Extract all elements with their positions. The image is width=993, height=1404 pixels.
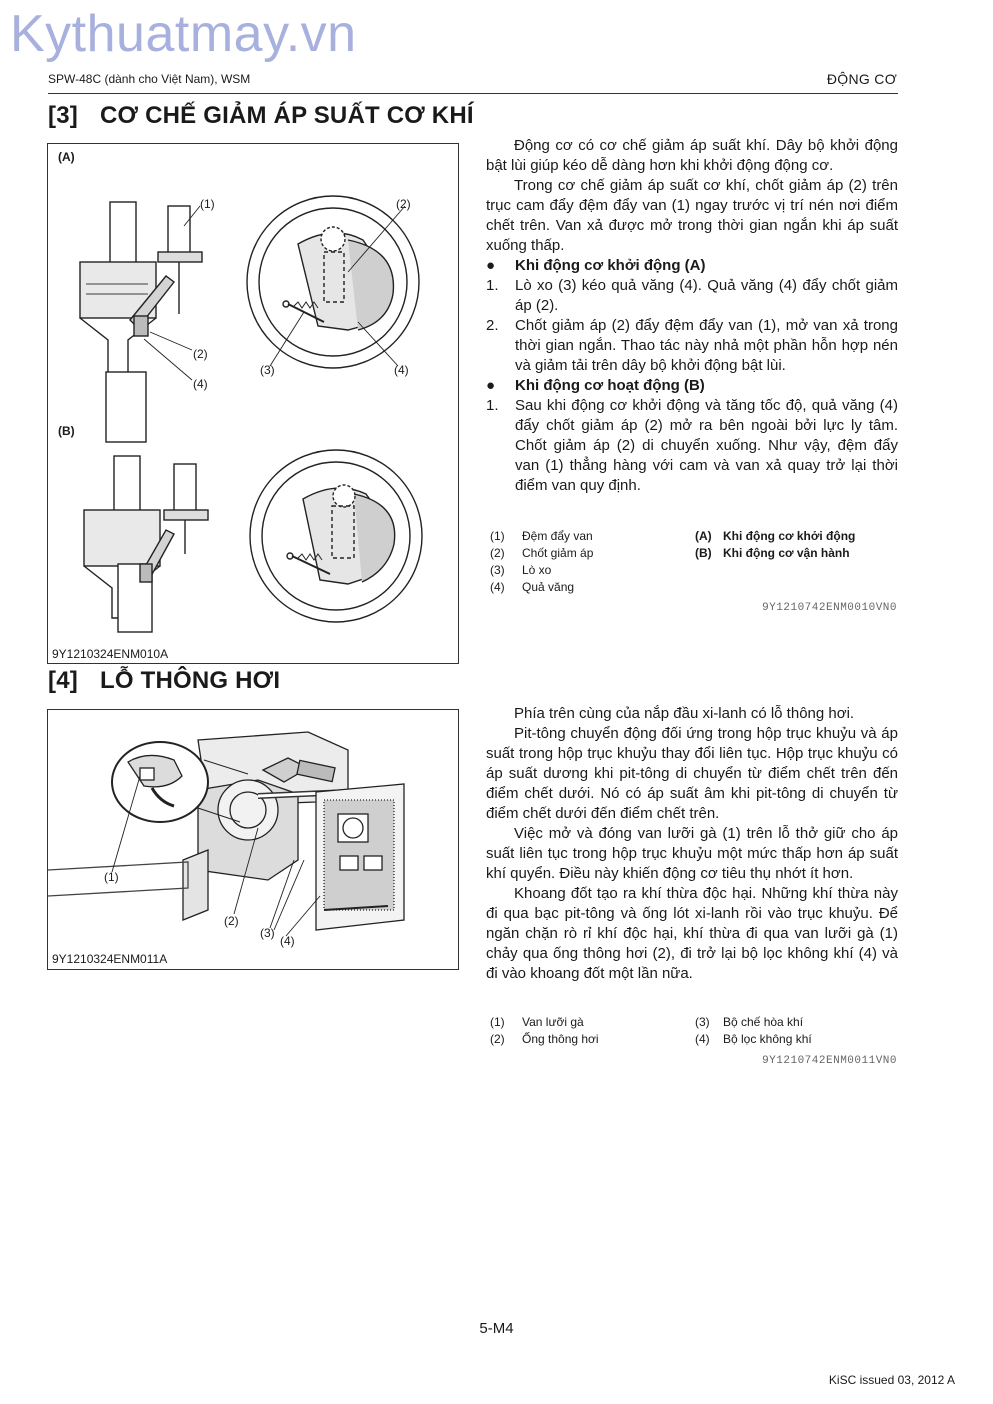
callout-4: (4) [193,377,208,391]
section-3-body: Động cơ có cơ chế giảm áp suất khí. Dây … [486,136,898,496]
panel-b-side-view [83,455,209,633]
legend-row: (3)Bộ chế hòa khí [695,1015,804,1029]
panel-a-gear-view [246,195,420,369]
bullet-heading-start: ●Khi động cơ khởi động (A) [486,257,706,274]
doc-code-section-3: 9Y1210742ENM0010VN0 [762,602,897,614]
callout-4-gear: (4) [394,363,409,377]
callout-2-gear: (2) [396,197,411,211]
panel-a-leaders [143,205,406,381]
legend-row: (4)Bộ lọc không khí [695,1032,812,1046]
panel-a-side-view [79,201,203,443]
section-4-title: [4] LỖ THÔNG HƠI [48,667,280,695]
callout-3: (3) [260,363,275,377]
header-manual-name: SPW-48C (dành cho Việt Nam), WSM [48,72,251,86]
paragraph: Trong cơ chế giảm áp suất cơ khí, chốt g… [486,177,898,254]
figure-code: 9Y1210324ENM010A [52,647,169,661]
legend-row: (2)Ống thông hơi [490,1032,599,1046]
legend-row: (B)Khi động cơ vận hành [695,546,850,560]
decompression-illustration [79,195,423,633]
paragraph: Động cơ có cơ chế giảm áp suất khí. Dây … [486,137,898,174]
legend-row: (1)Van lưỡi gà [490,1015,584,1029]
legend-row: (2)Chốt giảm áp [490,546,594,560]
legend-row: (A)Khi động cơ khởi động [695,529,856,543]
section-3-heading: CƠ CHẾ GIẢM ÁP SUẤT CƠ KHÍ [100,102,474,129]
paragraph: Pit-tông chuyển động đối ứng trong hộp t… [486,725,898,822]
paragraph: Phía trên cùng của nắp đầu xi-lanh có lỗ… [514,705,855,722]
list-item: 2.Chốt giảm áp (2) đẩy đệm đẩy van (1), … [486,317,898,374]
figure-decompression: (A) (B) (1) (2) (4) (2) (3) (4) 9Y121032… [47,143,459,664]
section-3-title: [3] CƠ CHẾ GIẢM ÁP SUẤT CƠ KHÍ [48,102,474,130]
callout-3: (3) [260,926,275,940]
header-rule [48,93,898,94]
section-4-heading: LỖ THÔNG HƠI [100,667,281,694]
air-cleaner [315,783,405,931]
legend-row: (3)Lò xo [490,563,552,577]
bullet-dot-icon: ● [486,377,496,394]
breather-illustration [48,731,405,937]
legend-parts-left: (1)Đệm đẩy van (2)Chốt giảm áp (3)Lò xo … [490,528,690,596]
figure-code: 9Y1210324ENM011A [52,952,168,966]
doc-code-section-4: 9Y1210742ENM0011VN0 [762,1055,897,1067]
paragraph: Việc mở và đóng van lưỡi gà (1) trên lỗ … [486,825,898,882]
watermark: Kythuatmay.vn [10,5,357,63]
callout-4: (4) [280,934,295,948]
figure-breather: (1) (2) (3) (4) 9Y1210324ENM011A [47,709,459,970]
section-4-number: [4] [48,667,78,694]
legend-breather-right: (3)Bộ chế hòa khí (4)Bộ lọc không khí [695,1014,895,1048]
magnified-inset [111,741,249,823]
legend-row: (1)Đệm đẩy van [490,529,593,543]
section-4-body: Phía trên cùng của nắp đầu xi-lanh có lỗ… [486,704,898,984]
issue-note: KiSC issued 03, 2012 A [828,1373,955,1387]
callout-2: (2) [224,914,239,928]
figure-label-a: (A) [58,150,75,164]
section-3-number: [3] [48,102,78,129]
callout-2: (2) [193,347,208,361]
legend-modes-right: (A)Khi động cơ khởi động (B)Khi động cơ … [695,528,895,562]
page-number: 5-M4 [479,1320,514,1337]
callout-1: (1) [200,197,215,211]
legend-breather-left: (1)Van lưỡi gà (2)Ống thông hơi [490,1014,690,1048]
paragraph: Khoang đốt tạo ra khí thừa độc hại. Nhữn… [486,885,898,982]
callout-1: (1) [104,870,119,884]
list-item: 1.Sau khi động cơ khởi động và tăng tốc … [486,397,898,494]
bullet-heading-run: ●Khi động cơ hoạt động (B) [486,377,705,394]
figure-label-b: (B) [58,424,75,438]
panel-b-gear-view [249,449,423,623]
header-chapter: ĐỘNG CƠ [826,71,897,87]
list-item: 1.Lò xo (3) kéo quả văng (4). Quả văng (… [486,277,898,314]
breather-leaders [111,775,321,937]
bullet-dot-icon: ● [486,257,496,274]
legend-row: (4)Quả văng [490,580,575,594]
